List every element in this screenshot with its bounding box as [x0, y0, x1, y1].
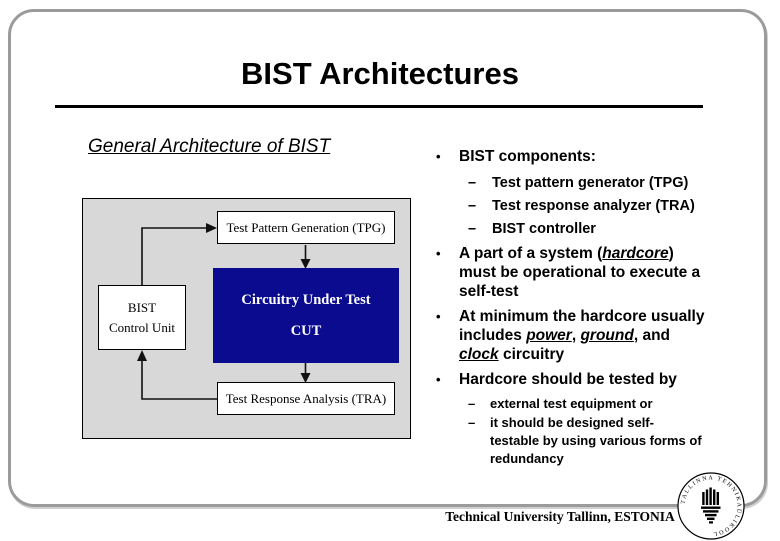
bullet-marker-icon: • — [436, 372, 441, 387]
bullet-text: external test equipment or — [490, 396, 653, 411]
text-run: self-test — [459, 283, 519, 300]
bullet-list: •BIST components:–Test pattern generator… — [430, 147, 770, 469]
text-run: ) — [668, 245, 674, 262]
bullet-item: –Test pattern generator (TPG) — [430, 175, 770, 192]
bullet-text: it should be designed self-testable by u… — [490, 415, 702, 466]
slide-frame — [8, 9, 767, 507]
bullet-item: • Hardcore should be tested by — [430, 370, 770, 389]
text-run: Hardcore should be tested by — [459, 371, 677, 388]
bist-diagram-panel: Test Pattern Generation (TPG) Circuitry … — [82, 198, 411, 439]
logo-torch-emblem — [701, 487, 721, 524]
dash-marker-icon: – — [468, 415, 476, 430]
text-run: A part of a system ( — [459, 245, 603, 262]
bullet-text: Test response analyzer (TRA) — [492, 198, 695, 214]
bcu-line2: Control Unit — [108, 319, 176, 335]
university-seal-logo: TALLINNA TEHNIKAÜLIKOOL — [677, 472, 745, 540]
bullet-marker-icon: • — [436, 149, 441, 164]
text-run: BIST components: — [459, 148, 596, 165]
text-run: includes — [459, 327, 527, 344]
text-run: redundancy — [490, 451, 564, 466]
arrowhead-right-icon — [206, 223, 217, 233]
bullet-item: • BIST components: — [430, 147, 770, 166]
title-underline — [55, 105, 703, 108]
text-run: ground — [580, 327, 634, 344]
bullet-text: Hardcore should be tested by — [459, 371, 677, 388]
text-run: power — [526, 327, 572, 344]
bullet-item: –Test response analyzer (TRA) — [430, 198, 770, 215]
text-run: Test pattern generator (TPG) — [492, 175, 689, 191]
cut-abbr: CUT — [290, 322, 322, 339]
text-run: , and — [633, 327, 671, 344]
diagram-arrows — [137, 223, 311, 400]
dash-marker-icon: – — [468, 175, 477, 191]
dash-marker-icon: – — [468, 396, 476, 411]
bullet-marker-icon: • — [436, 309, 441, 324]
bcu-line1: BIST — [127, 299, 157, 315]
tra-label: Test Response Analysis (TRA) — [225, 390, 387, 406]
tra-box: Test Response Analysis (TRA) — [217, 382, 395, 415]
section-subtitle: General Architecture of BIST — [88, 136, 331, 157]
dash-marker-icon: – — [468, 198, 477, 214]
bullet-item: –it should be designed self-testable by … — [430, 414, 770, 468]
bullet-item: • At minimum the hardcore usually includes… — [430, 307, 770, 364]
bullet-item: • A part of a system (hardcore) must be op… — [430, 244, 770, 301]
tpg-box: Test Pattern Generation (TPG) — [217, 211, 395, 244]
arrow-bcu-to-tpg — [141, 227, 208, 285]
arrowhead-down-icon — [300, 259, 311, 269]
bullet-text: BIST components: — [459, 148, 596, 165]
arrow-tra-to-bcu — [141, 360, 217, 400]
text-run: BIST controller — [492, 221, 596, 237]
text-run: it should be designed self- — [490, 415, 654, 430]
bullet-item: –external test equipment or — [430, 395, 770, 413]
text-run: circuitry — [498, 346, 565, 363]
arrowhead-up-icon — [137, 350, 147, 361]
bullet-text: BIST controller — [492, 221, 596, 237]
text-run: external test equipment or — [490, 396, 653, 411]
footer-text: Technical University Tallinn, ESTONIA — [445, 509, 675, 524]
bullet-text: A part of a system (hardcore) must be ope… — [459, 245, 700, 300]
bullet-text: Test pattern generator (TPG) — [492, 175, 688, 191]
text-run: must be operational to execute a — [459, 264, 701, 281]
text-run: clock — [459, 346, 499, 363]
dash-marker-icon: – — [468, 221, 477, 237]
text-run: Test response analyzer (TRA) — [492, 198, 695, 214]
arrowhead-down-icon — [300, 373, 311, 383]
cut-title: Circuitry Under Test — [241, 291, 371, 308]
bullet-item: –BIST controller — [430, 221, 770, 238]
page-title: BIST Architectures — [241, 56, 519, 91]
cut-box: Circuitry Under Test CUT — [213, 268, 399, 363]
bist-control-unit-box: BIST Control Unit — [98, 285, 186, 350]
bullet-marker-icon: • — [436, 246, 441, 261]
text-run: At minimum the hardcore usually — [459, 308, 705, 325]
tpg-label: Test Pattern Generation (TPG) — [226, 219, 386, 235]
text-run: testable by using various forms of — [490, 433, 702, 448]
text-run: hardcore — [602, 245, 669, 262]
text-run: , — [571, 327, 581, 344]
